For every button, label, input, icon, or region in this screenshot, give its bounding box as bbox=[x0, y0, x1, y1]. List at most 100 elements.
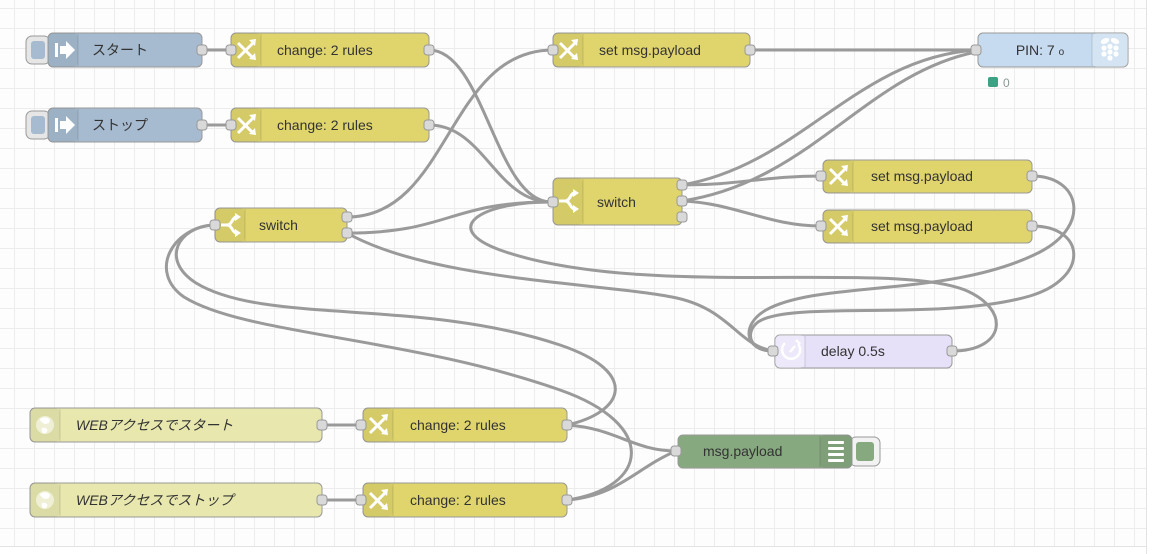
port-in[interactable] bbox=[547, 196, 559, 208]
wire-switchcenter-o2-to-pin[interactable] bbox=[681, 50, 977, 203]
node-label: set msg.payload bbox=[871, 218, 973, 234]
port-in[interactable] bbox=[670, 445, 682, 457]
vertical-scrollbar-track[interactable] bbox=[1146, 0, 1153, 554]
port-in[interactable] bbox=[970, 44, 982, 56]
port-out[interactable] bbox=[946, 345, 958, 357]
node-label: change: 2 rules bbox=[277, 42, 373, 58]
globe-icon bbox=[36, 416, 54, 434]
node-label: msg.payload bbox=[703, 443, 782, 459]
port-out[interactable] bbox=[423, 44, 435, 56]
node-inject-start[interactable]: スタート bbox=[25, 32, 208, 68]
port-in[interactable] bbox=[815, 220, 827, 232]
wire-switchcenter-o2-to-set2[interactable] bbox=[681, 199, 822, 228]
node-label: WEBアクセスでストップ bbox=[76, 492, 236, 508]
node-http-in-start[interactable]: WEBアクセスでスタート bbox=[29, 407, 328, 443]
port-out-1[interactable] bbox=[341, 211, 353, 223]
node-set-payload-r2[interactable]: set msg.payload bbox=[815, 209, 1038, 244]
node-label: set msg.payload bbox=[871, 168, 973, 184]
status-dot bbox=[988, 77, 998, 87]
node-change-top-1[interactable]: change: 2 rules bbox=[225, 32, 435, 68]
wire-switchleft-o2-to-delay[interactable] bbox=[346, 231, 774, 353]
debug-list-icon bbox=[828, 441, 844, 462]
port-out[interactable] bbox=[316, 494, 328, 506]
node-label: change: 2 rules bbox=[277, 117, 373, 133]
port-in[interactable] bbox=[355, 419, 367, 431]
horizontal-scrollbar-track[interactable] bbox=[0, 546, 1153, 554]
port-out[interactable] bbox=[1026, 170, 1038, 182]
change-icon bbox=[828, 165, 848, 186]
wires-layer bbox=[164, 48, 1076, 502]
timer-icon bbox=[780, 339, 802, 361]
port-in[interactable] bbox=[225, 119, 237, 131]
port-out[interactable] bbox=[316, 419, 328, 431]
node-label: PIN: 7 o bbox=[1016, 42, 1065, 58]
wire-delay-to-switch-center[interactable] bbox=[469, 200, 998, 353]
node-set-payload-r1[interactable]: set msg.payload bbox=[815, 159, 1038, 194]
port-out[interactable] bbox=[561, 494, 573, 506]
change-icon bbox=[236, 39, 256, 60]
port-out[interactable] bbox=[561, 419, 573, 431]
node-label: ストップ bbox=[92, 117, 148, 133]
port-out-2[interactable] bbox=[341, 227, 353, 239]
inject-icon bbox=[55, 116, 75, 134]
wire-switchleft-o1-to-settop[interactable] bbox=[346, 48, 554, 219]
wire-switchcenter-o1-to-pin[interactable] bbox=[681, 48, 977, 187]
node-label: WEBアクセスでスタート bbox=[76, 417, 233, 433]
port-out[interactable] bbox=[196, 44, 208, 56]
wire-change1-to-switch-center[interactable] bbox=[428, 48, 552, 204]
port-in[interactable] bbox=[225, 44, 237, 56]
port-in[interactable] bbox=[815, 170, 827, 182]
node-change-bot-1[interactable]: change: 2 rules bbox=[355, 407, 573, 443]
change-icon bbox=[558, 39, 578, 60]
node-switch-center[interactable]: switch bbox=[547, 177, 688, 226]
node-label: switch bbox=[259, 217, 298, 233]
node-debug[interactable]: msg.payload bbox=[670, 434, 881, 469]
node-label: change: 2 rules bbox=[410, 417, 506, 433]
raspberry-pi-icon bbox=[1100, 37, 1120, 61]
node-inject-stop[interactable]: ストップ bbox=[25, 107, 208, 143]
wire-change2-to-switch-center[interactable] bbox=[428, 123, 552, 204]
node-label: set msg.payload bbox=[599, 42, 701, 58]
node-change-top-2[interactable]: change: 2 rules bbox=[225, 107, 435, 143]
port-in[interactable] bbox=[767, 345, 779, 357]
port-in[interactable] bbox=[547, 44, 559, 56]
inject-button-inner bbox=[31, 116, 45, 134]
change-icon bbox=[828, 215, 848, 236]
port-out-3[interactable] bbox=[676, 211, 688, 223]
node-label: delay 0.5s bbox=[821, 343, 885, 359]
port-out-1[interactable] bbox=[676, 179, 688, 191]
port-out[interactable] bbox=[423, 119, 435, 131]
node-label: スタート bbox=[92, 42, 148, 58]
wire-changebot1-to-switchleft[interactable] bbox=[174, 223, 617, 427]
inject-icon bbox=[55, 41, 75, 59]
node-label: change: 2 rules bbox=[410, 492, 506, 508]
port-in[interactable] bbox=[355, 494, 367, 506]
port-in[interactable] bbox=[209, 219, 221, 231]
node-label: switch bbox=[597, 194, 636, 210]
node-set-payload-top[interactable]: set msg.payload bbox=[547, 32, 756, 68]
port-out[interactable] bbox=[196, 119, 208, 131]
status-text: 0 bbox=[1003, 76, 1010, 90]
change-icon bbox=[368, 414, 388, 435]
node-switch-left[interactable]: switch bbox=[209, 207, 353, 243]
switch-icon bbox=[221, 213, 241, 237]
port-out-2[interactable] bbox=[676, 195, 688, 207]
node-change-bot-2[interactable]: change: 2 rules bbox=[355, 482, 573, 518]
wire-switchleft-o2-to-switch-center[interactable] bbox=[346, 200, 552, 235]
change-icon bbox=[368, 489, 388, 510]
change-icon bbox=[236, 114, 256, 135]
wire-changebot2-to-switchleft[interactable] bbox=[164, 223, 633, 502]
inject-button-inner bbox=[31, 41, 45, 59]
wire-changebot1-to-debug[interactable] bbox=[566, 423, 677, 453]
debug-toggle-inner bbox=[856, 442, 874, 461]
node-rpi-gpio-out[interactable]: PIN: 7 o 0 bbox=[970, 32, 1129, 90]
wire-set1-to-delay[interactable] bbox=[747, 174, 1076, 353]
switch-icon bbox=[559, 189, 579, 213]
node-status: 0 bbox=[988, 76, 1010, 90]
port-out[interactable] bbox=[744, 44, 756, 56]
node-delay[interactable]: delay 0.5s bbox=[767, 334, 958, 369]
wire-set2-to-delay[interactable] bbox=[749, 224, 1076, 353]
port-out[interactable] bbox=[1026, 220, 1038, 232]
node-http-in-stop[interactable]: WEBアクセスでストップ bbox=[29, 482, 328, 518]
